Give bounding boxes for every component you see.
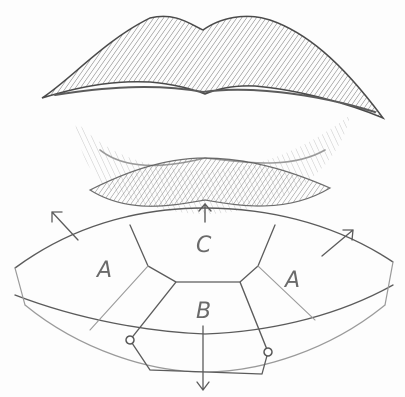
label-a-left: A <box>95 258 112 283</box>
arrow-left-icon <box>52 212 78 240</box>
upper-lip <box>42 16 383 118</box>
label-a-right: A <box>283 268 300 293</box>
marker-right <box>264 348 272 356</box>
arrow-down-center-icon <box>197 326 209 390</box>
arrow-right-icon <box>322 230 353 256</box>
label-c-center: C <box>196 233 212 258</box>
lower-lip <box>75 115 350 214</box>
marker-left <box>126 336 134 344</box>
label-b-center: B <box>196 299 211 324</box>
